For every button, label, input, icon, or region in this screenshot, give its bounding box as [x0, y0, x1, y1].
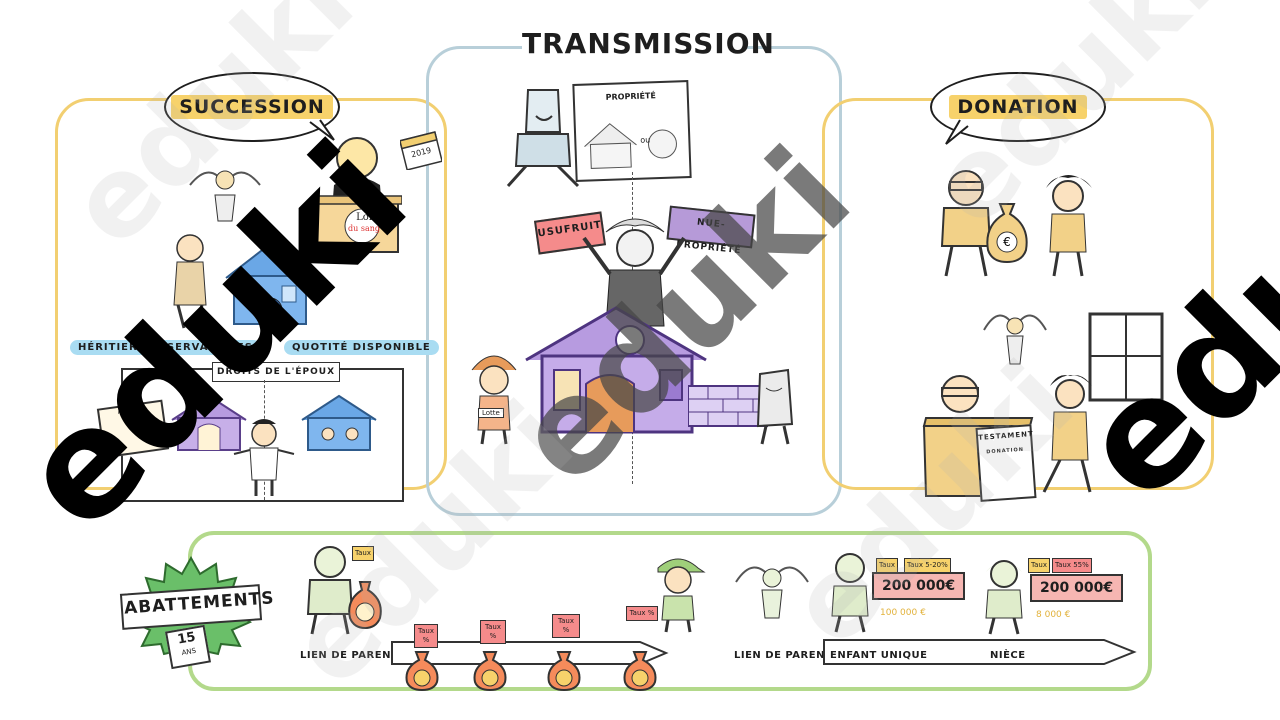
judge-illustration	[312, 137, 402, 253]
owner-illustration	[506, 89, 580, 188]
amount-enfant-unique: 200 000€	[872, 572, 966, 600]
ou-text: ou	[640, 135, 651, 145]
donee-illustration	[1046, 175, 1092, 277]
donation-bubble-tail	[945, 119, 969, 145]
propriete-document: PROPRIÉTÉ ou	[572, 80, 692, 182]
brick-wall-illustration	[688, 385, 768, 427]
abattements-badge	[119, 556, 263, 656]
donor-illustration	[940, 170, 992, 277]
succession-bubble-tail	[309, 119, 335, 141]
heir-illustration	[173, 234, 207, 329]
money-bag-1	[405, 651, 439, 692]
tag-plus-2: Taux	[1028, 558, 1050, 573]
money-bag-2	[473, 651, 507, 692]
donation-angel-illustration	[983, 314, 1047, 365]
amount-niece: 200 000€	[1030, 574, 1124, 602]
testament-label: TESTAMENT	[977, 430, 1034, 442]
purple-house-small	[171, 394, 247, 451]
parent-taux-tag: Taux	[352, 546, 374, 561]
donation-small-label: DONATION	[986, 446, 1025, 456]
only-child-illustration	[831, 553, 869, 633]
testament-document: TESTAMENT DONATION	[975, 424, 1037, 502]
heir-tag: Lotte	[478, 408, 504, 418]
heritiers-label: HÉRITIERS RÉSERVATAIRES	[70, 340, 261, 355]
purple-house-illustration	[525, 306, 707, 434]
niece-illustration	[985, 560, 1023, 635]
taux-tag-4: Taux %	[626, 606, 658, 621]
money-bag-4	[623, 651, 657, 692]
calendar-15-icon: 15 ANS	[165, 624, 211, 670]
tag-tranche-2: Taux 55%	[1052, 558, 1092, 573]
droits-label: DROITS DE L'ÉPOUX	[212, 362, 341, 382]
svg-text:€: €	[1003, 235, 1011, 249]
lien-parente-2: LIEN DE PARENTÉ	[734, 650, 840, 661]
blue-house-illustration	[225, 242, 315, 325]
enfant-unique-label: ENFANT UNIQUE	[830, 650, 928, 661]
sang-text: du sang	[348, 224, 380, 233]
taux-tag-2: Taux %	[480, 620, 506, 644]
tag-tranche-1: Taux 5-20%	[904, 558, 951, 573]
loi-text: Loi	[356, 212, 372, 223]
donation-title: DONATION	[949, 95, 1087, 119]
succession-bubble: SUCCESSION	[164, 72, 340, 142]
donation-bubble: DONATION	[930, 72, 1106, 142]
angel-illustration	[189, 170, 261, 222]
family-photo: Famille	[96, 399, 170, 459]
quotite-label: QUOTITÉ DISPONIBLE	[284, 340, 439, 355]
taux-tag-3: Taux %	[552, 614, 580, 638]
taux-tag-1: Taux %	[414, 624, 438, 648]
lien-arrow-2	[823, 639, 1137, 665]
creature-illustration	[756, 368, 794, 445]
tag-plus-1: Taux	[876, 558, 898, 573]
blue-house-small	[301, 394, 377, 451]
money-bag-icon: €	[986, 203, 1028, 264]
niece-label: NIÈCE	[990, 650, 1026, 661]
calendar-icon	[400, 131, 442, 170]
money-bag-3	[547, 651, 581, 692]
transmission-title: TRANSMISSION	[522, 22, 774, 66]
succession-title: SUCCESSION	[171, 95, 333, 119]
sub-amount-2: 8 000 €	[1036, 610, 1071, 620]
child-cap-illustration	[657, 558, 706, 633]
window-illustration	[1088, 312, 1164, 402]
spouse-illustration	[233, 419, 295, 496]
lien-arrow-1	[391, 641, 669, 665]
lien-parente-1: LIEN DE PARENTÉ	[300, 650, 406, 661]
loi-seal: Loi du sang	[342, 212, 386, 234]
parent-illustration	[306, 546, 382, 635]
propriete-house-and-money	[584, 123, 677, 169]
abattement-angel-illustration	[735, 566, 809, 619]
heir-child-illustration	[471, 355, 517, 445]
sub-amount-1: 100 000 €	[880, 608, 926, 618]
